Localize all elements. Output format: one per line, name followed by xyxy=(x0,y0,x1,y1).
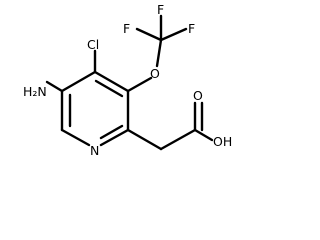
bond-c3-nh2 xyxy=(45,80,64,93)
atom-label-n-ring: N xyxy=(90,143,99,158)
bond-c4-c5-inner xyxy=(94,79,124,98)
bond-c5-o xyxy=(126,76,153,93)
bond-c-oh xyxy=(193,128,214,142)
bond-c3-c4 xyxy=(60,70,97,93)
bond-c6-n-inner xyxy=(99,124,124,140)
bond-c-f-left xyxy=(135,27,163,42)
atom-label-f-left: F xyxy=(123,21,130,36)
bond-c4-c5 xyxy=(93,70,130,93)
atom-label-f-top: F xyxy=(157,2,164,17)
bond-c-f-right xyxy=(159,27,188,42)
bond-c6-n xyxy=(99,128,130,147)
bond-c6-ch2 xyxy=(126,128,163,151)
atom-label-nh2: H₂N xyxy=(23,84,47,99)
atom-label-f-right: F xyxy=(188,21,195,36)
atom-label-o-carbonyl: O xyxy=(193,88,203,103)
bond-ch2-cooh xyxy=(159,128,197,151)
pyridine-ring xyxy=(60,70,130,147)
atom-label-oh: OH xyxy=(213,134,232,149)
chemical-structure: H₂N Cl O F F F N O OH xyxy=(23,2,232,158)
bond-n-c2 xyxy=(60,128,91,147)
bond-o-cf3 xyxy=(155,38,163,68)
atom-label-cl: Cl xyxy=(87,37,99,52)
atom-label-o-ether: O xyxy=(150,66,160,81)
